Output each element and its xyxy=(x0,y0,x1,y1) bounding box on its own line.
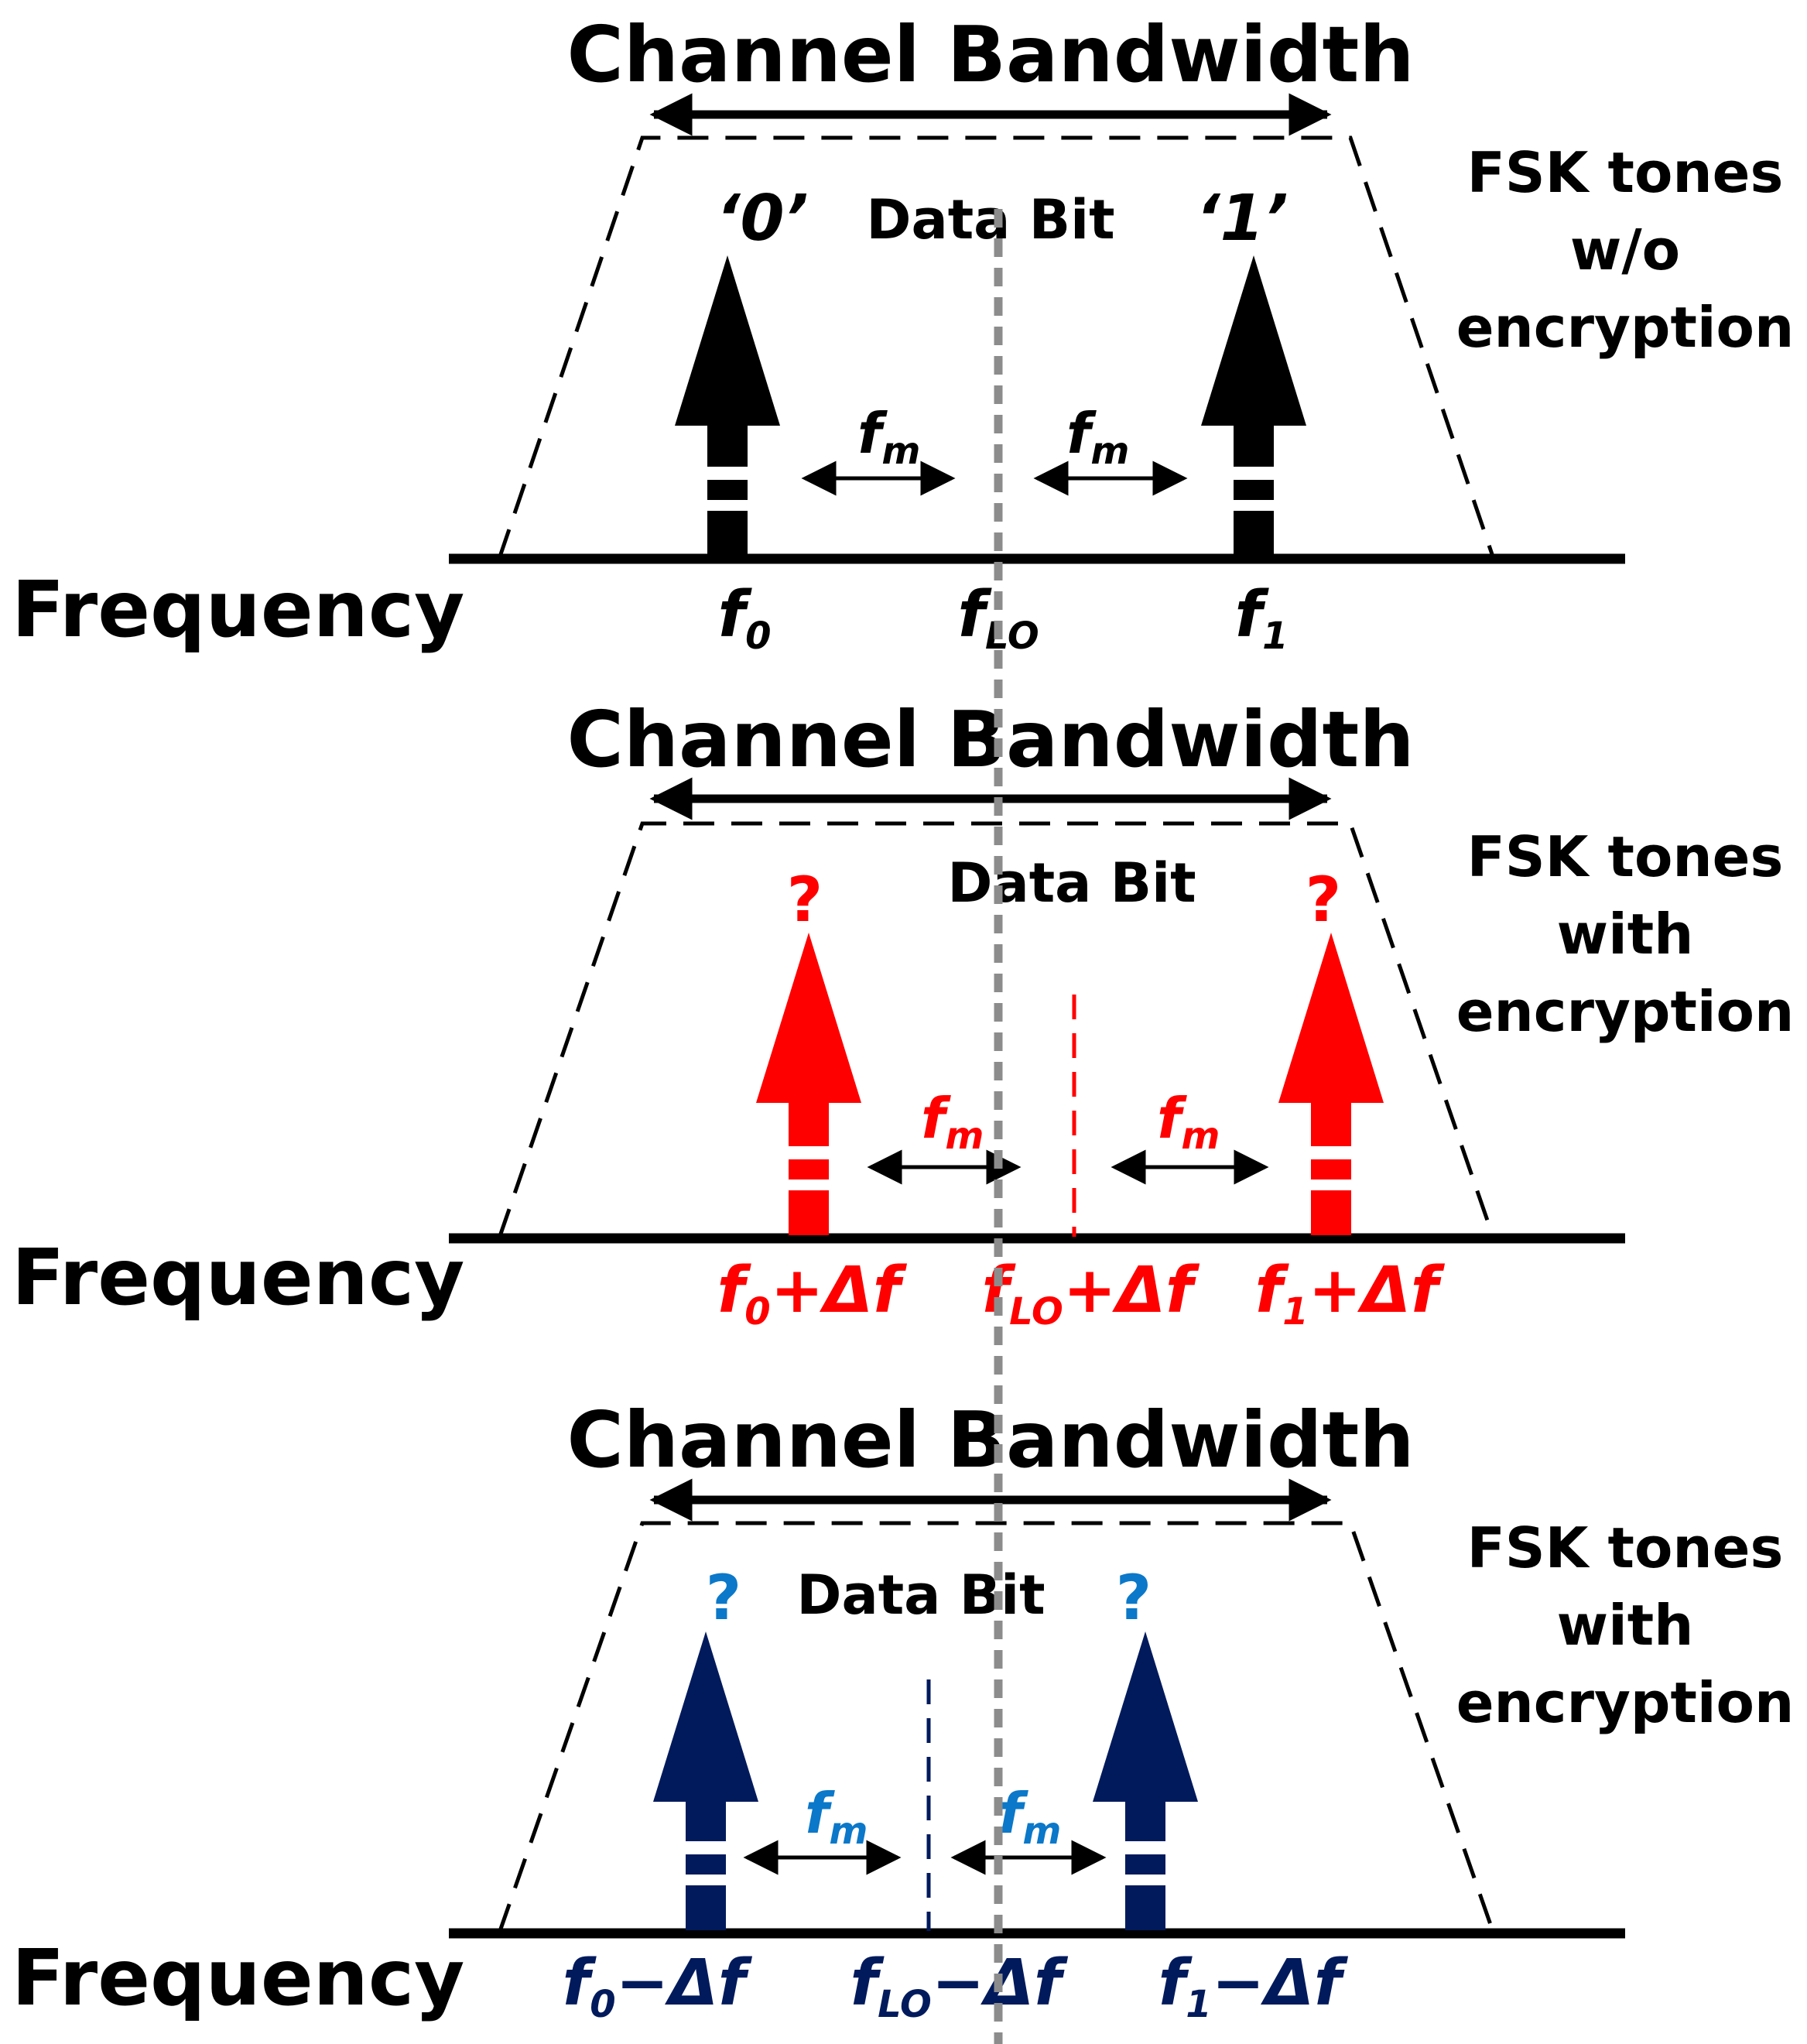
fm-label-left: fm xyxy=(805,1781,868,1853)
data-bit-label: Data Bit xyxy=(866,188,1114,252)
tick-flo-minus: fLO−Δf xyxy=(850,1946,1069,2026)
tick-f1-plus: f1+Δf xyxy=(1255,1254,1446,1334)
data-bit-label: Data Bit xyxy=(796,1563,1045,1627)
tick-flo: fLO xyxy=(957,578,1039,658)
fm-label-right: fm xyxy=(1066,401,1129,473)
fm-label-left: fm xyxy=(857,401,920,473)
tone-arrow-1 xyxy=(1093,1631,1198,1930)
tick-f1: f1 xyxy=(1234,578,1288,658)
channel-mask xyxy=(497,1521,1496,1934)
svg-text:with: with xyxy=(1557,1593,1694,1658)
panel-no-encryption: Channel Bandwidth Frequency ‘0’ ‘1’ Data… xyxy=(12,9,1794,658)
question-mark-0: ? xyxy=(706,1562,741,1634)
svg-text:encryption: encryption xyxy=(1456,979,1795,1044)
side-label-encryption-minus: FSK tones with encryption xyxy=(1456,1515,1795,1735)
svg-text:with: with xyxy=(1557,902,1694,967)
svg-text:FSK tones: FSK tones xyxy=(1467,1515,1784,1580)
fm-label-right: fm xyxy=(998,1781,1061,1853)
channel-mask xyxy=(497,135,1496,560)
tick-f0: f0 xyxy=(717,578,771,658)
panel-encryption-plus: Channel Bandwidth Frequency ? ? Data Bit… xyxy=(12,694,1794,1334)
tick-f0-minus: f0−Δf xyxy=(563,1946,753,2026)
question-mark-1: ? xyxy=(1116,1562,1152,1634)
tone-arrow-0 xyxy=(756,933,861,1235)
channel-bandwidth-label: Channel Bandwidth xyxy=(566,1395,1414,1485)
frequency-label: Frequency xyxy=(12,564,464,655)
data-bit-label: Data Bit xyxy=(947,851,1196,915)
tone-arrow-1 xyxy=(1278,933,1384,1235)
svg-text:w/o: w/o xyxy=(1570,217,1680,282)
tone-arrow-1 xyxy=(1201,255,1306,556)
channel-bandwidth-label: Channel Bandwidth xyxy=(566,9,1414,100)
side-label-encryption-plus: FSK tones with encryption xyxy=(1456,824,1795,1044)
channel-bandwidth-label: Channel Bandwidth xyxy=(566,694,1414,785)
tick-flo-plus: fLO+Δf xyxy=(981,1254,1200,1334)
bit-1-label: ‘1’ xyxy=(1196,182,1288,255)
question-mark-1: ? xyxy=(1306,864,1341,936)
panel-encryption-minus: Channel Bandwidth Frequency ? ? Data Bit… xyxy=(12,1395,1794,2026)
svg-text:FSK tones: FSK tones xyxy=(1467,140,1784,205)
svg-text:FSK tones: FSK tones xyxy=(1467,824,1784,889)
tone-arrow-0 xyxy=(675,255,780,556)
channel-mask xyxy=(497,821,1496,1239)
tick-f0-plus: f0+Δf xyxy=(717,1254,908,1334)
frequency-label: Frequency xyxy=(12,1232,464,1323)
bit-0-label: ‘0’ xyxy=(716,182,808,255)
svg-text:encryption: encryption xyxy=(1456,295,1795,360)
tone-arrow-0 xyxy=(653,1631,758,1930)
frequency-label: Frequency xyxy=(12,1933,464,2023)
fm-label-right: fm xyxy=(1157,1086,1220,1158)
side-label-no-encryption: FSK tones w/o encryption xyxy=(1456,140,1795,360)
fm-label-left: fm xyxy=(921,1086,984,1158)
svg-text:encryption: encryption xyxy=(1456,1670,1795,1735)
question-mark-0: ? xyxy=(787,864,823,936)
tick-f1-minus: f1−Δf xyxy=(1158,1946,1349,2026)
